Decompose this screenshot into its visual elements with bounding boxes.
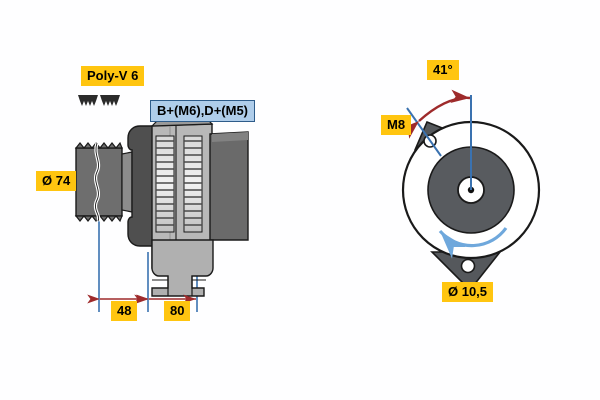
vent-slots-right [183, 135, 203, 233]
label-thread: M8 [381, 115, 412, 135]
pulley-grooves-top [74, 141, 123, 149]
label-pulley-diameter: Ø 74 [36, 171, 77, 191]
label-dim-48: 48 [111, 301, 138, 321]
label-angle: 41° [427, 60, 459, 80]
front-view-group [400, 89, 541, 292]
angle-arc-arrow [400, 89, 471, 139]
poly-v-belt-profile-icon [78, 95, 120, 106]
label-dim-80: 80 [164, 301, 191, 321]
label-terminals: B+(M6),D+(M5) [150, 100, 256, 122]
slip-ring-end-cover [209, 131, 249, 241]
pulley [74, 141, 133, 223]
label-poly-v: Poly-V 6 [81, 66, 145, 86]
vent-slots-left [155, 135, 175, 233]
side-view-group [74, 95, 249, 312]
rotation-direction-arrow-icon [438, 227, 508, 259]
pulley-grooves-bottom [74, 215, 123, 223]
bottom-mounting-hole [460, 258, 476, 274]
pulley-hub [121, 151, 133, 213]
label-hole-diameter: Ø 10,5 [442, 282, 494, 302]
mounting-foot [151, 239, 214, 297]
